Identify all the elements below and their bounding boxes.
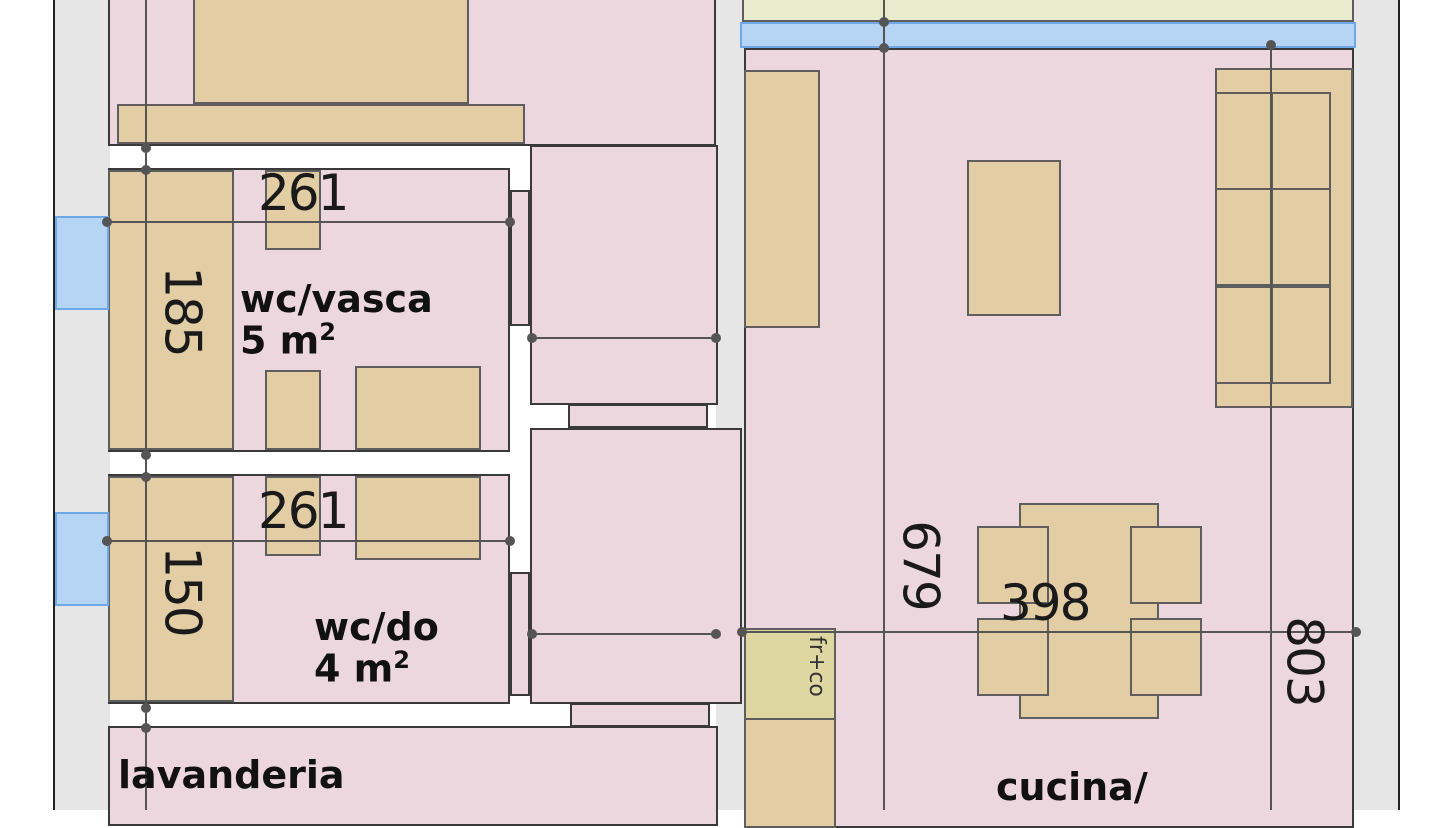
bath-tub-window bbox=[55, 216, 109, 310]
bath-tub-area-sup: 2 bbox=[319, 317, 336, 346]
shower-sink-furniture bbox=[265, 476, 321, 556]
coffee-table-furniture bbox=[967, 160, 1061, 316]
bath-shower-width-dimension: 261 bbox=[258, 482, 349, 540]
bath-tub-name: wc/vasca bbox=[240, 277, 433, 321]
corridor-upper bbox=[530, 145, 718, 405]
sofa-cushion-2 bbox=[1271, 92, 1331, 190]
corridor-door-1 bbox=[568, 404, 708, 428]
toilet-furniture bbox=[265, 370, 321, 450]
corridor-door-2 bbox=[570, 703, 710, 727]
laundry-room bbox=[108, 726, 718, 826]
shower-toilet-furniture bbox=[355, 476, 481, 560]
bath-tub-depth-dimension: 185 bbox=[153, 266, 212, 356]
corridor-lower bbox=[530, 428, 742, 704]
sink-furniture bbox=[265, 170, 321, 250]
bath-tub-area: 5 m bbox=[240, 318, 320, 363]
sofa-cushion-4 bbox=[1271, 188, 1331, 286]
bath-tub-width-dimension: 261 bbox=[258, 164, 349, 222]
bath-shower-depth-dimension: 150 bbox=[153, 546, 212, 636]
chair-2-furniture bbox=[1130, 526, 1202, 604]
plan-border-left bbox=[53, 0, 55, 810]
bath-tub-door-jamb bbox=[510, 190, 530, 326]
bed-base-furniture bbox=[117, 104, 525, 144]
dimension-lines bbox=[102, 0, 1361, 810]
shower-furniture bbox=[108, 476, 234, 702]
plan-border-right bbox=[1398, 0, 1400, 810]
living-height-dimension: 679 bbox=[891, 520, 950, 610]
right-outer-wall bbox=[1352, 0, 1400, 810]
bath-shower-area: 4 m bbox=[314, 646, 394, 691]
living-width-dimension: 398 bbox=[1000, 574, 1091, 632]
kitchen-room-label: cucina/ bbox=[996, 765, 1148, 809]
laundry-room-label: lavanderia bbox=[118, 753, 345, 797]
bidet-furniture bbox=[355, 366, 481, 450]
sofa-cushion-1 bbox=[1215, 92, 1273, 190]
sofa-cushion-6 bbox=[1271, 286, 1331, 384]
bath-shower-name: wc/do bbox=[314, 605, 439, 649]
fridge-label: fr+co bbox=[803, 636, 829, 697]
bath-tub-room-label: wc/vasca 5 m2 bbox=[240, 277, 433, 363]
bath-shower-area-sup: 2 bbox=[393, 645, 410, 674]
living-window bbox=[740, 22, 1356, 48]
terrace-strip bbox=[742, 0, 1354, 22]
tv-cabinet-furniture bbox=[744, 70, 820, 328]
bed-furniture bbox=[193, 0, 469, 104]
bathtub-furniture bbox=[108, 170, 234, 450]
left-outer-wall bbox=[55, 0, 110, 810]
chair-1-furniture bbox=[977, 526, 1049, 604]
living-total-dimension: 803 bbox=[1275, 616, 1334, 706]
bath-shower-window bbox=[55, 512, 109, 606]
bath-shower-room-label: wc/do 4 m2 bbox=[314, 605, 439, 691]
